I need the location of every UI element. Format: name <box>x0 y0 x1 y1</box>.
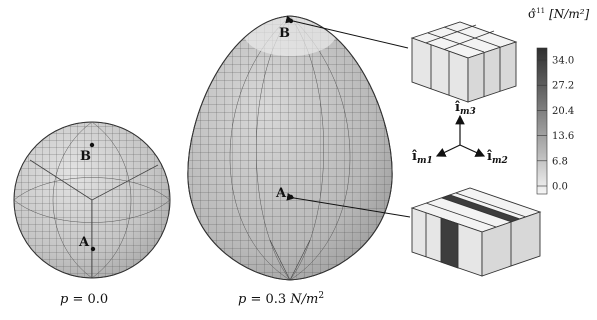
colorbar-superscript: 11 <box>536 7 545 15</box>
colorbar-tick-label: 13.6 <box>552 131 574 142</box>
basis-label-m1: îm1 <box>412 149 433 166</box>
sphere-inflated: B A <box>187 15 393 281</box>
caption-right-unit: N/m <box>289 292 318 307</box>
basis-arrow-m2 <box>459 144 486 157</box>
caption-right-var: p <box>238 292 247 307</box>
basis-sub-m2: m2 <box>492 156 508 166</box>
caption-right-value: = 0.3 <box>246 292 290 307</box>
basis-symbol-m2: î <box>487 149 492 164</box>
colorbar-symbol: σ̂ <box>528 7 536 21</box>
point-b-marker-left <box>89 142 95 148</box>
point-b-marker-right <box>288 18 294 24</box>
basis-sub-m3: m3 <box>460 107 476 117</box>
point-a-label-left: A <box>78 235 90 250</box>
element-block-b <box>410 21 518 103</box>
caption-left-var: p <box>60 292 69 307</box>
colorbar-title: σ̂11 [N/m²] <box>528 7 590 21</box>
point-a-marker-left <box>90 246 96 252</box>
basis-label-m2: îm2 <box>487 149 508 166</box>
colorbar: σ̂11 [N/m²] 34.0 27.2 20.4 13.6 6.8 0.0 <box>528 7 590 195</box>
colorbar-tick-label: 27.2 <box>552 81 574 92</box>
element-block-a <box>410 187 542 277</box>
caption-right-unit-exp: 2 <box>318 291 324 301</box>
colorbar-unit: [N/m²] <box>549 7 589 21</box>
basis-symbol-m1: î <box>412 149 417 164</box>
caption-left-value: = 0.0 <box>68 292 108 307</box>
basis-triad: îm3 îm2 îm1 <box>412 100 508 166</box>
caption-right: p = 0.3 N/m2 <box>238 291 324 307</box>
colorbar-ramp <box>536 47 548 195</box>
basis-label-m3: îm3 <box>455 100 476 117</box>
leader-line-b <box>285 15 409 49</box>
point-a-marker-right <box>288 194 294 200</box>
caption-left: p = 0.0 <box>60 292 108 307</box>
basis-symbol-m3: î <box>455 100 460 115</box>
basis-arrow-m1 <box>435 144 461 157</box>
colorbar-tick-label: 34.0 <box>552 56 574 67</box>
point-b-label-right: B <box>279 26 290 41</box>
colorbar-tick-label: 0.0 <box>552 182 568 193</box>
point-b-label-left: B <box>80 149 91 164</box>
basis-sub-m1: m1 <box>417 156 433 166</box>
sphere-undeformed: B A <box>13 121 171 279</box>
point-a-label-right: A <box>275 186 287 201</box>
colorbar-tick-label: 20.4 <box>552 106 574 117</box>
leader-line-a <box>286 192 411 218</box>
colorbar-tick-label: 6.8 <box>552 156 568 167</box>
